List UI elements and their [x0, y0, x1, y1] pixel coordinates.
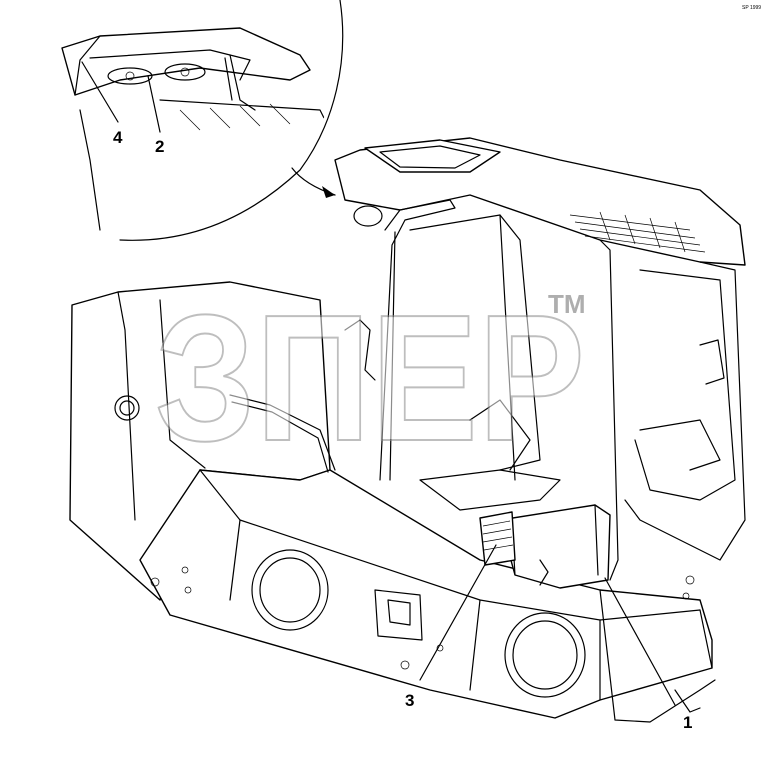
watermark: ЗПЕР TM — [154, 277, 586, 480]
detail-inset — [61, 0, 344, 241]
control-box — [479, 504, 611, 589]
callout-1: 1 — [683, 713, 692, 732]
cab-rops — [229, 137, 746, 581]
roof-grille — [569, 211, 706, 253]
callout-4: 4 — [113, 128, 123, 147]
callout-3: 3 — [405, 691, 414, 710]
watermark-trademark: TM — [548, 289, 586, 319]
watermark-text: ЗПЕР — [155, 278, 585, 479]
machine-frame — [69, 281, 716, 723]
leader-lines — [81, 61, 676, 706]
figure-code: SP 1999 — [742, 5, 761, 11]
callout-2: 2 — [155, 137, 164, 156]
